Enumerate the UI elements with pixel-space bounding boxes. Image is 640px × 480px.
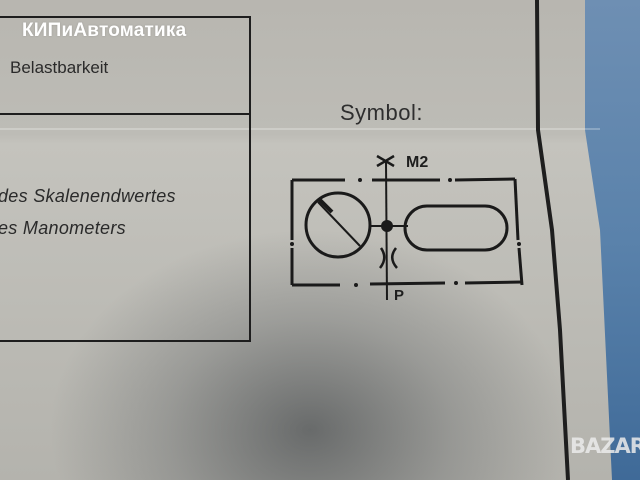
symbol-heading: Symbol: (340, 100, 423, 125)
belastbarkeit-label: Belastbarkeit (10, 58, 109, 77)
pneumatic-symbol: M2 P (290, 154, 524, 304)
manometer-text: es Manometers (0, 218, 126, 238)
junction-dot (381, 220, 393, 232)
p-label: P (394, 287, 404, 304)
kip-watermark: КИПиАвтоматика (22, 20, 187, 41)
skalenendwert-text: des Skalenendwertes (0, 186, 176, 206)
paper-fold (0, 128, 600, 130)
table-row-divider (0, 113, 251, 115)
bazar-watermark: BAZAR (570, 434, 640, 458)
spec-table (0, 16, 251, 342)
m2-label: M2 (406, 154, 428, 171)
